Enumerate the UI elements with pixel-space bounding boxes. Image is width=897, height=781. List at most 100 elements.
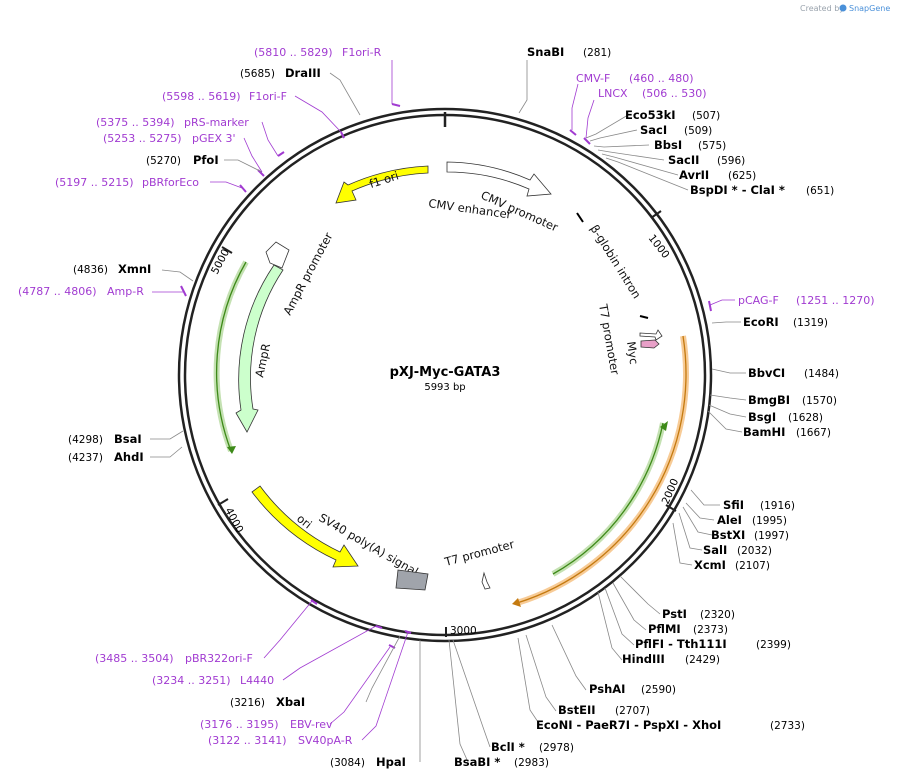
primer-label-ebv-rev[interactable]: (3176 .. 3195)EBV-rev [200,718,333,731]
enzyme-label-bsgi[interactable]: BsgI(1628) [748,410,823,424]
tick-4000: 4000 [217,498,245,535]
enzyme-label-ahdi[interactable]: (4237)AhdI [68,450,144,464]
primer-label-f1ori-r[interactable]: (5810 .. 5829)F1ori-R [254,46,382,59]
enzyme-label-bamhi[interactable]: BamHI(1667) [743,425,831,439]
svg-text:BstEII: BstEII [558,703,596,717]
enzyme-label-xmni[interactable]: (4836) XmnI [73,262,151,276]
svg-text:(4237): (4237) [68,452,103,464]
tick-label-1000: 1000 [646,232,672,260]
enzyme-label-avrii[interactable]: AvrII(625) [679,168,756,182]
svg-text:(4298): (4298) [68,434,103,446]
credit-brand: SnapGene [849,4,890,13]
primer-label-amp-r[interactable]: (4787 .. 4806)Amp-R [18,285,144,298]
sv40-polya-block [395,569,429,591]
primer-label-pbrforeco[interactable]: (5197 .. 5215)pBRforEco [55,176,199,189]
enzyme-label-bspdi-clai[interactable]: BspDI * - ClaI *(651) [690,183,834,197]
enzyme-label-pshai[interactable]: PshAI(2590) [589,682,676,696]
enzyme-label-eco53ki[interactable]: Eco53kI (507) [625,108,720,122]
tick-label-3000: 3000 [450,625,477,637]
enzyme-label-sfii[interactable]: SfiI(1916) [723,498,795,512]
primer-label-prs-marker[interactable]: (5375 .. 5394)pRS-marker [96,116,249,129]
svg-text:PstI: PstI [662,607,687,621]
enzyme-label-bsteii[interactable]: BstEII(2707) [558,703,650,717]
enzyme-label-saci[interactable]: SacI(509) [640,123,712,137]
enzyme-label-bstxi[interactable]: BstXI (1997) [711,528,789,542]
myc-tag [640,339,660,349]
plasmid-name: pXJ-Myc-GATA3 [390,365,501,380]
orf-green-arc [552,422,664,575]
enzyme-label-bbvci[interactable]: BbvCI(1484) [748,366,839,380]
enzyme-label-bbsi[interactable]: BbsI(575) [654,138,726,152]
svg-text:(281): (281) [583,47,611,59]
orf-left-arrowhead [227,446,236,454]
svg-text:(5810 .. 5829): (5810 .. 5829) [254,46,333,59]
f1-ori-label: f1 ori [368,168,401,191]
enzyme-label-pflmi[interactable]: PflMI(2373) [648,622,728,636]
enzyme-label-bmgbi[interactable]: BmgBI(1570) [748,393,837,407]
beta-globin-intron-marker [576,212,649,319]
svg-text:BclI *: BclI * [491,740,525,754]
t7-promoter-bottom-label: T7 promoter [442,537,516,569]
svg-text:(1997): (1997) [754,530,789,542]
enzyme-label-xbai[interactable]: (3216) XbaI [230,695,305,709]
svg-text:XbaI: XbaI [276,695,305,709]
primer-label-cmv-f[interactable]: CMV-F(460 .. 480) [576,72,694,85]
enzyme-label-econi-xhoi[interactable]: EcoNI - PaeR7I - PspXI - XhoI(2733) [536,718,805,732]
svg-text:(2983): (2983) [514,757,549,769]
enzyme-label-bcli[interactable]: BclI *(2978) [491,740,574,754]
enzyme-label-sali[interactable]: SalI (2032) [703,543,772,557]
svg-text:XmnI: XmnI [118,262,151,276]
svg-text:(5270): (5270) [146,155,181,167]
primer-label-l4440[interactable]: (3234 .. 3251)L4440 [152,674,274,687]
svg-text:(2590): (2590) [641,684,676,696]
svg-text:pGEX 3': pGEX 3' [192,132,236,145]
myc-label: Myc [624,340,641,365]
enzyme-label-pfoi[interactable]: (5270)PfoI [146,153,219,167]
enzyme-label-hindiii[interactable]: HindIII(2429) [622,652,720,666]
primer-label-f1ori-f[interactable]: (5598 .. 5619)F1ori-F [162,90,287,103]
enzyme-label-alei[interactable]: AleI(1995) [717,513,787,527]
primer-label-pbr322ori-f[interactable]: (3485 .. 3504)pBR322ori-F [95,652,253,665]
snapgene-logo-icon [839,4,847,12]
svg-text:SacII: SacII [668,153,699,167]
orf-green-arrowhead [660,421,668,431]
primer-label-lncx[interactable]: LNCX(506 .. 530) [598,87,707,100]
tick-label-5000: 5000 [209,247,232,276]
svg-text:(2320): (2320) [700,609,735,621]
svg-text:(5685): (5685) [240,68,275,80]
svg-text:pBR322ori-F: pBR322ori-F [185,652,253,665]
enzyme-label-snabi[interactable]: SnaBI(281) [527,45,611,59]
enzyme-label-bsabi[interactable]: BsaBI *(2983) [454,755,549,769]
enzyme-label-pflfi-tth111i[interactable]: PflFI - Tth111I(2399) [635,637,791,651]
svg-text:Eco53kI: Eco53kI [625,108,676,122]
svg-text:(2733): (2733) [770,720,805,732]
enzyme-label-draiii[interactable]: (5685)DraIII [240,66,321,80]
enzyme-label-xcmi[interactable]: XcmI (2107) [694,558,770,572]
svg-text:(2032): (2032) [737,545,772,557]
enzyme-label-ecori[interactable]: EcoRI(1319) [743,315,828,329]
svg-text:(651): (651) [806,185,834,197]
t7-promoter-bottom-arrow [481,571,491,590]
svg-text:(3216): (3216) [230,697,265,709]
svg-text:AvrII: AvrII [679,168,709,182]
enzyme-label-hpai[interactable]: (3084)HpaI [330,755,406,769]
svg-text:L4440: L4440 [240,674,274,687]
svg-text:(2107): (2107) [735,560,770,572]
svg-text:XcmI: XcmI [694,558,726,572]
svg-text:PflFI - Tth111I: PflFI - Tth111I [635,637,727,651]
enzyme-label-bsai[interactable]: (4298)BsaI [68,432,142,446]
svg-text:(5598 .. 5619): (5598 .. 5619) [162,90,241,103]
gata3-arrowhead [512,598,521,607]
enzyme-label-sacii[interactable]: SacII(596) [668,153,745,167]
svg-text:BstXI: BstXI [711,528,745,542]
svg-text:(1484): (1484) [804,368,839,380]
svg-text:(2429): (2429) [685,654,720,666]
primer-label-pgex-3[interactable]: (5253 .. 5275)pGEX 3' [103,132,236,145]
svg-text:(4836): (4836) [73,264,108,276]
svg-text:SalI: SalI [703,543,727,557]
primer-label-sv40pa-r[interactable]: (3122 .. 3141)SV40pA-R [208,734,353,747]
svg-text:(507): (507) [692,110,720,122]
primer-label-pcag-f[interactable]: pCAG-F(1251 .. 1270) [738,294,875,307]
enzyme-label-psti[interactable]: PstI (2320) [662,607,735,621]
svg-text:LNCX: LNCX [598,87,628,100]
